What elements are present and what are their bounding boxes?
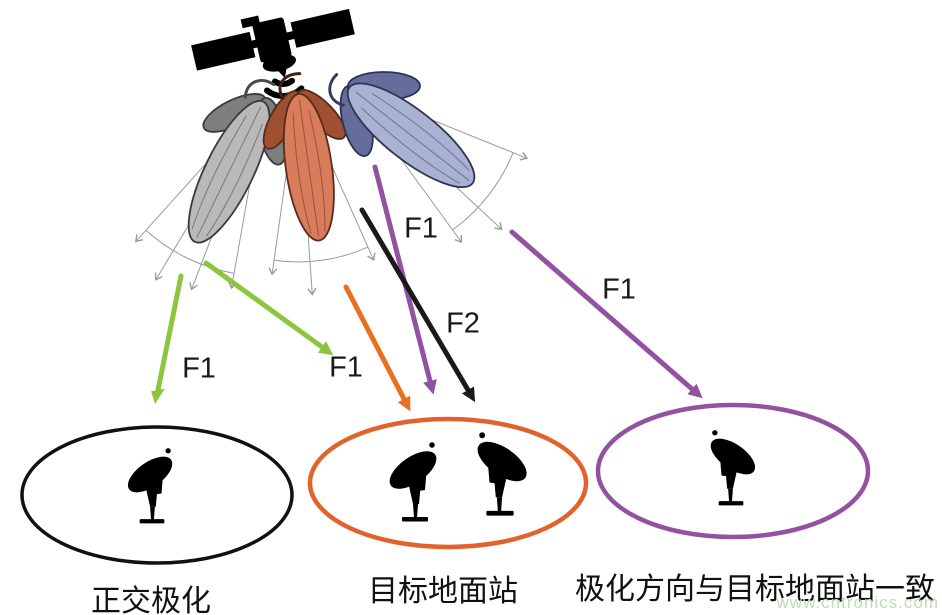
zone-matched-polarization: [595, 402, 871, 540]
label-f1-purple-long: F1: [602, 273, 636, 306]
zone-target-ground-station: [307, 416, 589, 550]
zone-orthogonal-polarization: [20, 425, 294, 565]
beam-orange: [262, 72, 376, 296]
satellite-icon: [191, 8, 355, 79]
beam-blue: [328, 71, 529, 244]
label-f2-black: F2: [446, 307, 480, 340]
label-f1-green-left: F1: [182, 352, 216, 385]
arrow-green-left: [151, 273, 184, 404]
watermark-text: www.cntronics.com: [776, 593, 939, 612]
arrow-purple-long: [509, 229, 703, 399]
satellite-dish-icon: [122, 448, 179, 524]
beam-gray: [135, 79, 288, 291]
arrow-orange: [343, 284, 411, 412]
satellite-dish-icon: [704, 430, 761, 506]
satellite-dish-icon: [471, 432, 534, 516]
label-f1-purple-steep: F1: [404, 212, 438, 245]
arrow-black: [359, 207, 476, 403]
caption-orthogonal-polarization: 正交极化: [91, 585, 211, 615]
caption-target-ground-station: 目标地面站: [368, 575, 518, 608]
arrow-green-right: [203, 260, 334, 356]
satellite-dish-icon: [383, 442, 443, 522]
label-f1-orange: F1: [329, 351, 363, 384]
caption-matched-polarization: 极化方向与目标地面站一致: [575, 573, 935, 606]
